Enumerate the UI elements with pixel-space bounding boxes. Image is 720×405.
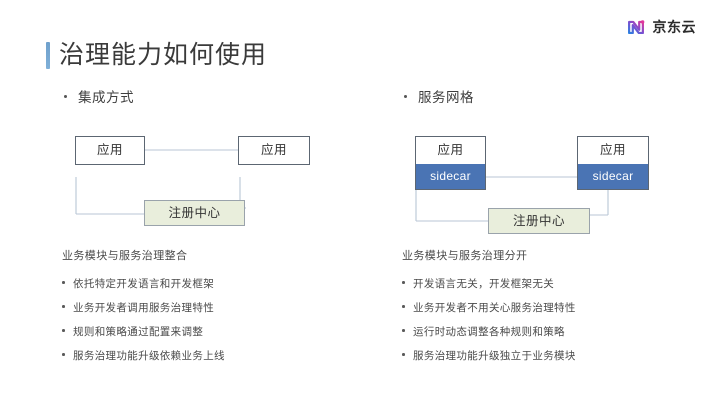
list-item: 业务开发者调用服务治理特性: [60, 300, 360, 315]
bullet-dot-icon: [404, 95, 407, 98]
node-app-right: 应用 sidecar: [577, 136, 649, 190]
node-app-right: 应用: [238, 136, 310, 165]
node-app-right-label: 应用: [260, 143, 287, 157]
node-app-right-label: 应用: [599, 143, 626, 157]
list-item: 开发语言无关，开发框架无关: [400, 276, 700, 291]
brand-logo: 京东云: [625, 16, 697, 38]
list-item: 运行时动态调整各种规则和策略: [400, 324, 700, 339]
list-item: 业务开发者不用关心服务治理特性: [400, 300, 700, 315]
list-item: 规则和策略通过配置来调整: [60, 324, 360, 339]
summary-integration: 业务模块与服务治理整合: [62, 250, 188, 262]
section-heading-label: 服务网格: [418, 90, 474, 105]
node-sidecar-right: sidecar: [578, 164, 648, 189]
brand-name: 京东云: [652, 19, 696, 35]
section-heading-label: 集成方式: [78, 90, 134, 105]
diagram-service-mesh: 应用 sidecar 应用 sidecar 注册中心: [400, 122, 700, 247]
bullet-list-integration: 依托特定开发语言和开发框架 业务开发者调用服务治理特性 规则和策略通过配置来调整…: [60, 276, 360, 363]
bullet-dot-icon: [64, 95, 67, 98]
section-heading-service-mesh: 服务网格: [404, 86, 700, 106]
node-app-left-label: 应用: [437, 143, 464, 157]
column-integration: 集成方式 应用 应用 注册中心 业务模块与服务治理整合 依托特定开发语言和开发框…: [60, 86, 360, 372]
bullet-list-service-mesh: 开发语言无关，开发框架无关 业务开发者不用关心服务治理特性 运行时动态调整各种规…: [400, 276, 700, 363]
node-app-left: 应用 sidecar: [415, 136, 486, 190]
title-text: 治理能力如何使用: [59, 41, 268, 69]
diagram-integration: 应用 应用 注册中心: [60, 122, 360, 247]
title-accent-bar: [46, 42, 50, 69]
page-title: 治理能力如何使用: [46, 42, 267, 69]
diagram-connectors: [415, 176, 609, 222]
section-heading-integration: 集成方式: [64, 86, 360, 106]
list-item: 依托特定开发语言和开发框架: [60, 276, 360, 291]
list-item: 服务治理功能升级依赖业务上线: [60, 348, 360, 363]
list-item: 服务治理功能升级独立于业务模块: [400, 348, 700, 363]
column-service-mesh: 服务网格 应用 sidecar 应用 sidecar 注册中心 业务模块与服务治…: [400, 86, 700, 372]
node-sidecar-left: sidecar: [416, 164, 485, 189]
summary-service-mesh: 业务模块与服务治理分开: [402, 250, 528, 262]
node-app-left-label: 应用: [96, 143, 123, 157]
node-registry: 注册中心: [488, 208, 590, 234]
node-registry: 注册中心: [144, 200, 245, 226]
jd-cloud-logo-icon: [625, 16, 647, 38]
node-app-left: 应用: [75, 136, 145, 165]
